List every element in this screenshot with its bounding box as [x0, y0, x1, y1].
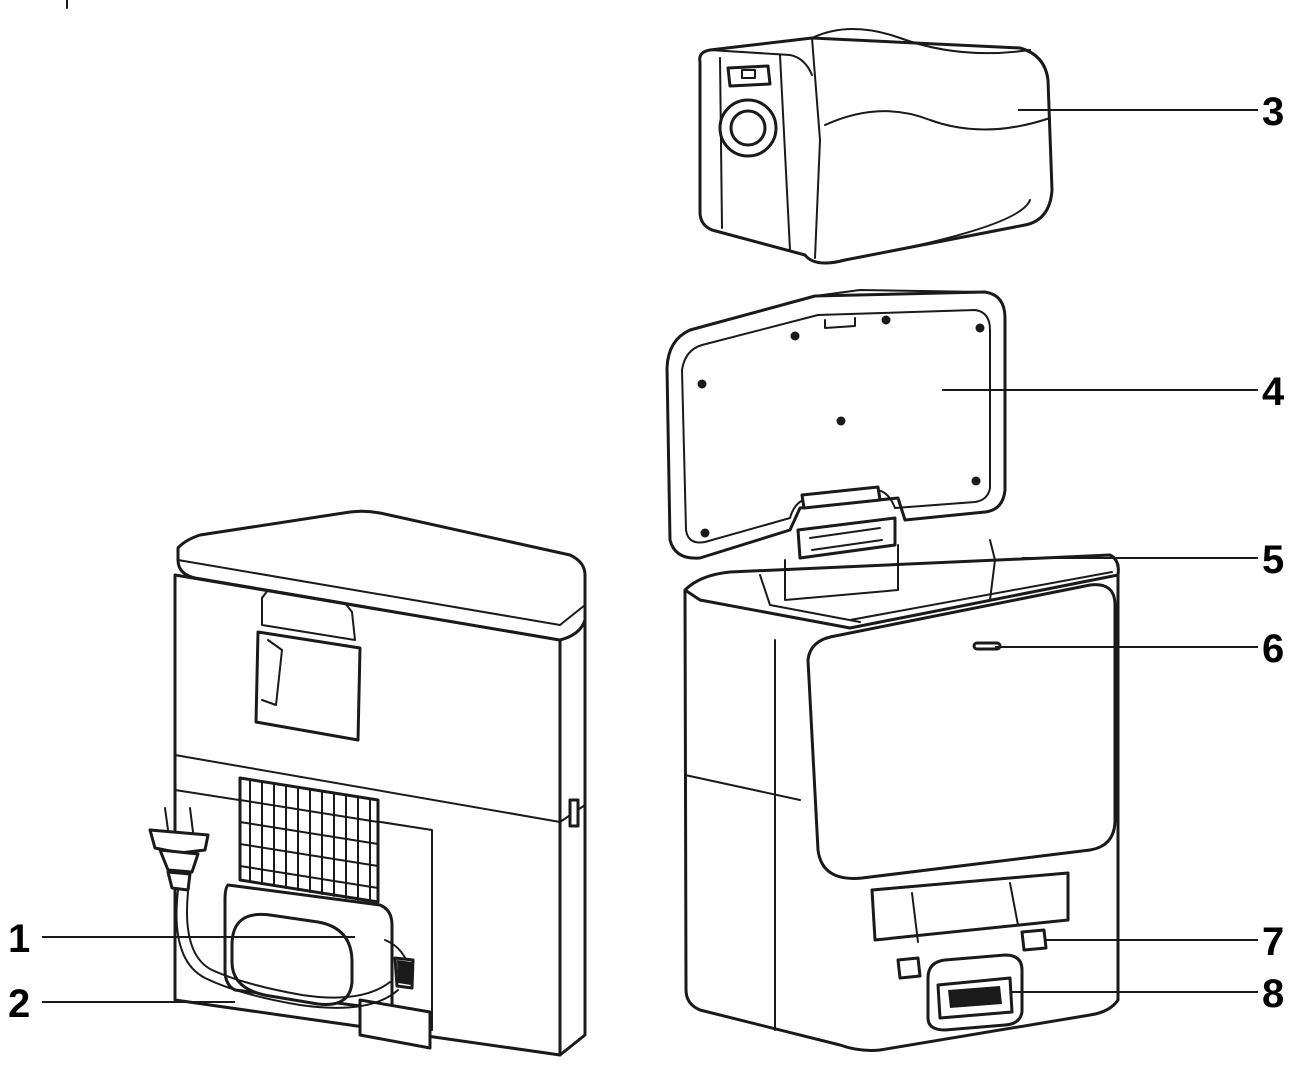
- rear-vent: [238, 776, 380, 904]
- charging-contacts: [896, 928, 1048, 980]
- front-panel: [806, 571, 1117, 880]
- plug-icon: [148, 807, 210, 892]
- callout-6: 6: [1262, 627, 1284, 671]
- callout-1: 1: [8, 917, 30, 961]
- dust-bag: [698, 28, 1054, 265]
- callout-5: 5: [1262, 538, 1284, 582]
- station-rear-view: [148, 509, 587, 1057]
- evacuation-port: [926, 953, 1024, 1032]
- callout-2: 2: [8, 982, 30, 1026]
- callout-8: 8: [1262, 972, 1284, 1016]
- station-front-view: [665, 289, 1120, 1052]
- callout-4: 4: [1262, 370, 1285, 414]
- callout-3: 3: [1262, 90, 1284, 134]
- dust-bin-lid: [665, 289, 1007, 601]
- leader-lines: [42, 109, 1258, 1003]
- callout-7: 7: [1262, 920, 1284, 964]
